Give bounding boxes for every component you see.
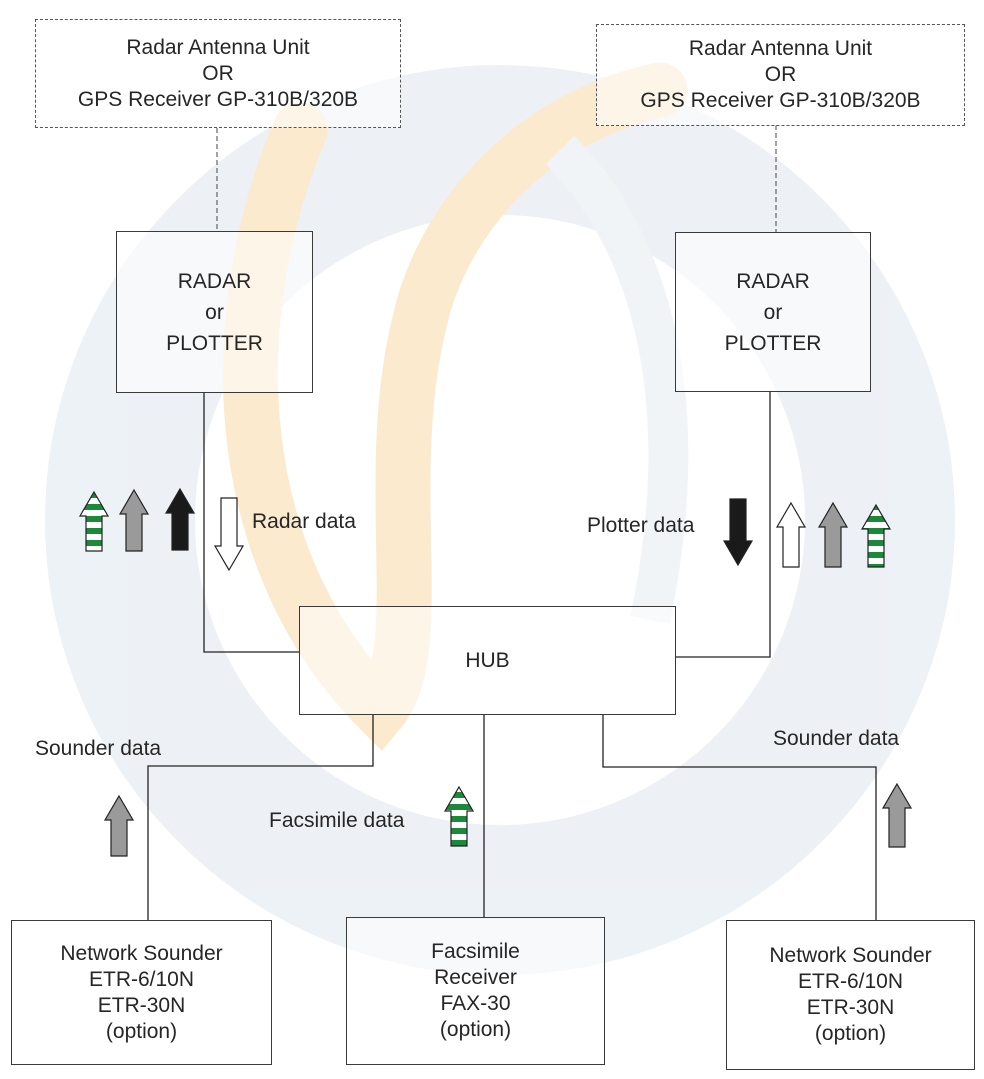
sounder-data-label-right: Sounder data: [773, 727, 900, 750]
plotter-arrow-down: [722, 498, 754, 567]
radar-right-line2: or: [763, 300, 783, 324]
sounder-right-line4: (option): [814, 1022, 887, 1045]
fax-line3: FAX-30: [440, 992, 511, 1015]
cable-radar-right-hub: [676, 392, 771, 658]
fax-line1: Facsimile: [431, 940, 520, 963]
antenna-left-line1: Radar Antenna Unit: [126, 35, 310, 59]
antenna-right-line3: GPS Receiver GP-310B/320B: [640, 89, 921, 112]
sounder-arrow-upper-right: [817, 501, 849, 568]
antenna-left-line2: OR: [202, 61, 234, 85]
radar-plotter-left: RADAR or PLOTTER: [116, 231, 313, 393]
radar-right-line1: RADAR: [736, 269, 810, 293]
radar-plotter-right: RADAR or PLOTTER: [675, 232, 871, 392]
sounder-data-label-left: Sounder data: [35, 737, 162, 760]
sounder-arrow-upper-left: [118, 488, 150, 552]
radar-left-line3: PLOTTER: [166, 331, 263, 355]
facsimile-receiver: Facsimile Receiver FAX-30 (option): [346, 917, 605, 1065]
facsimile-arrow-lower: [443, 785, 475, 847]
radar-data-label: Radar data: [252, 510, 356, 533]
antenna-left-line3: GPS Receiver GP-310B/320B: [77, 87, 359, 111]
network-sounder-right: Network Sounder ETR-6/10N ETR-30N (optio…: [726, 920, 975, 1070]
cable-hub-sounder-left: [147, 715, 374, 920]
cable-radar-left-hub: [203, 393, 299, 653]
hub-box: HUB: [299, 606, 676, 715]
facsimile-arrow-upper-right: [860, 503, 892, 568]
antenna-unit-right: Radar Antenna Unit OR GPS Receiver GP-31…: [596, 24, 965, 126]
sounder-left-line3: ETR-30N: [97, 993, 186, 1017]
sounder-right-line1: Network Sounder: [769, 944, 932, 967]
antenna-right-line2: OR: [764, 63, 797, 86]
radar-left-line1: RADAR: [177, 269, 252, 293]
radar-arrow-down: [213, 497, 245, 572]
sounder-left-line4: (option): [105, 1019, 178, 1043]
antenna-right-line1: Radar Antenna Unit: [688, 37, 873, 60]
sounder-left-line1: Network Sounder: [60, 941, 223, 965]
antenna-unit-left: Radar Antenna Unit OR GPS Receiver GP-31…: [35, 19, 401, 128]
sounder-right-line2: ETR-6/10N: [797, 970, 904, 993]
radar-right-line3: PLOTTER: [724, 331, 822, 355]
facsimile-data-label: Facsimile data: [269, 809, 405, 832]
sounder-right-line3: ETR-30N: [806, 996, 895, 1019]
plotter-data-label: Plotter data: [587, 514, 695, 537]
network-sounder-left: Network Sounder ETR-6/10N ETR-30N (optio…: [11, 920, 272, 1065]
sounder-arrow-lower-left: [103, 794, 135, 857]
fax-line2: Receiver: [434, 966, 517, 989]
plotter-arrow-upper-left: [164, 487, 196, 551]
cable-hub-sounder-right: [602, 715, 877, 920]
hub-label: HUB: [465, 648, 510, 672]
radar-left-line2: or: [205, 300, 224, 324]
radar-arrow-up-right: [775, 501, 807, 568]
watermark-logo: [44, 62, 956, 975]
facsimile-arrow-upper-left: [78, 490, 110, 552]
fax-line4: (option): [439, 1018, 512, 1041]
sounder-left-line2: ETR-6/10N: [88, 967, 195, 991]
sounder-arrow-lower-right: [881, 782, 913, 848]
